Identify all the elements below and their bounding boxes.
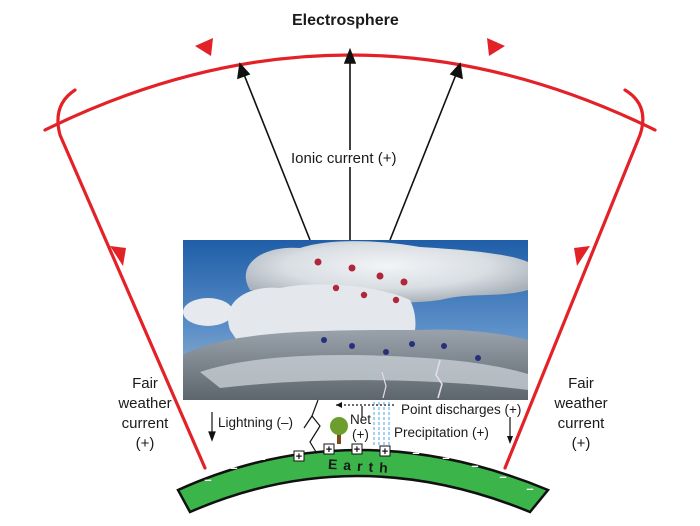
net-label-line2: (+): [352, 427, 369, 442]
arc-arrow-right: [487, 38, 505, 56]
svg-text:–: –: [499, 469, 506, 484]
earth-positive-charges: + + + +: [293, 443, 391, 463]
precipitation-label: Precipitation (+): [394, 425, 489, 440]
arc-arrow-left: [195, 38, 213, 56]
net-label-line1: Net: [350, 412, 372, 427]
svg-text:–: –: [526, 481, 533, 496]
earth-negative-charges: – – – – – – – –: [204, 445, 533, 496]
circuit-arrowheads: [110, 38, 590, 266]
svg-text:+: +: [326, 444, 332, 456]
right-down-arrow: [574, 246, 590, 266]
fair-weather-current-right: Fair weather current (+): [546, 374, 616, 454]
fair-left-line4: (+): [135, 435, 155, 452]
fair-right-line4: (+): [571, 435, 591, 452]
ionic-current-label: Ionic current (+): [289, 150, 399, 167]
point-discharges-label: Point discharges (+): [399, 402, 524, 417]
ionic-current-arrows: [237, 47, 463, 241]
lightning-label: Lightning (–): [218, 415, 294, 430]
svg-text:–: –: [204, 472, 211, 487]
fair-right-line2: weather: [554, 395, 608, 412]
svg-text:–: –: [471, 458, 478, 473]
svg-text:–: –: [258, 451, 265, 466]
precipitation-streaks: [373, 402, 390, 446]
tree-icon: [330, 417, 348, 444]
fair-right-line3: current: [557, 415, 605, 432]
fair-weather-current-left: Fair weather current (+): [110, 374, 180, 454]
electrosphere-label: Electrosphere: [292, 12, 399, 29]
right-return-path: [503, 88, 645, 470]
fair-left-line1: Fair: [132, 375, 158, 392]
svg-text:+: +: [382, 446, 388, 458]
svg-text:–: –: [230, 460, 237, 475]
fair-left-line3: current: [121, 415, 169, 432]
svg-text:+: +: [296, 451, 302, 463]
svg-text:+: +: [354, 444, 360, 456]
left-return-path: [56, 88, 207, 470]
storm-base-indicators: [208, 399, 513, 453]
svg-text:–: –: [412, 445, 419, 460]
left-down-arrow: [110, 246, 126, 266]
fair-right-line1: Fair: [568, 375, 594, 392]
fair-left-line2: weather: [118, 395, 172, 412]
svg-text:–: –: [442, 450, 449, 465]
thunderstorm-image: [183, 240, 528, 400]
